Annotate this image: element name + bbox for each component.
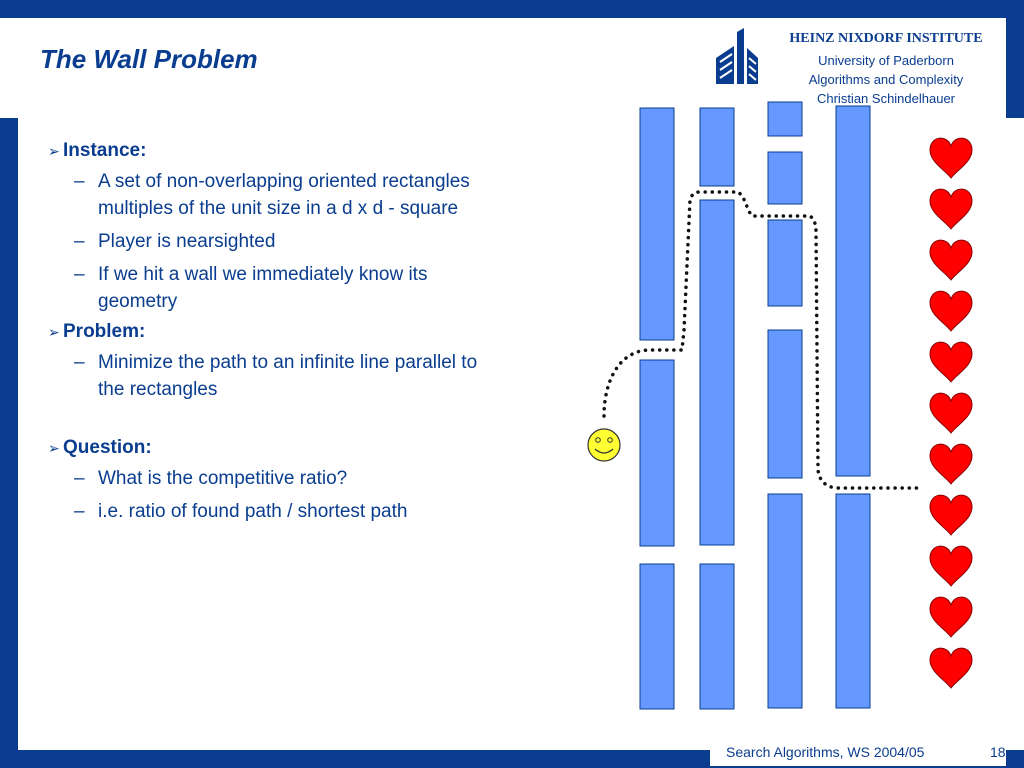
arrow-bullet-icon: ➢ — [48, 324, 60, 340]
heart-icon — [929, 188, 973, 230]
wall-rect — [699, 107, 735, 187]
walls — [639, 101, 871, 710]
institute-author: Christian Schindelhauer — [816, 91, 956, 106]
wall-rect — [639, 359, 675, 547]
heart-icon — [929, 341, 973, 383]
arrow-bullet-icon: ➢ — [48, 143, 60, 159]
bullet-question: ➢Question: — [48, 437, 152, 458]
bullet-list: ➢Instance: –A set of non-overlapping ori… — [48, 140, 498, 531]
sub-bullet: –What is the competitive ratio? — [74, 468, 348, 489]
heart-icon — [929, 596, 973, 638]
right-frame-bar — [1006, 18, 1024, 118]
wall-rect — [767, 329, 803, 479]
footer-course: Search Algorithms, WS 2004/05 — [726, 744, 925, 760]
arrow-bullet-icon: ➢ — [48, 440, 60, 456]
heart-icon — [929, 545, 973, 587]
institute-box — [710, 18, 1006, 118]
page-title: The Wall Problem — [40, 44, 258, 74]
institute-group: Algorithms and Complexity — [808, 72, 964, 87]
institute-logo-icon — [716, 28, 758, 84]
wall-rect — [835, 493, 871, 709]
sub-bullet: –Minimize the path to an infinite line p… — [74, 352, 478, 400]
sub-bullet: –A set of non-overlapping oriented recta… — [74, 171, 470, 219]
heart-icon — [929, 239, 973, 281]
sub-bullet: –i.e. ratio of found path / shortest pat… — [74, 501, 408, 522]
heart-icon — [929, 647, 973, 689]
wall-rect — [767, 151, 803, 205]
wall-rect — [767, 219, 803, 307]
sub-bullet: –If we hit a wall we immediately know it… — [74, 264, 428, 312]
institute-university: University of Paderborn — [818, 53, 954, 68]
wall-rect — [767, 101, 803, 137]
top-frame-bar — [0, 0, 710, 18]
wall-rect — [767, 493, 803, 709]
bullet-instance: ➢Instance: — [48, 140, 147, 161]
heart-icon — [929, 494, 973, 536]
wall-rect — [639, 107, 675, 341]
left-frame-bar — [0, 118, 18, 750]
heart-icon — [929, 443, 973, 485]
page-number: 18 — [990, 744, 1006, 760]
sub-bullet: –Player is nearsighted — [74, 231, 276, 252]
institute-name: HEINZ NIXDORF INSTITUTE — [789, 31, 983, 46]
footer-box — [710, 740, 1006, 766]
top-right-frame — [710, 0, 1024, 18]
heart-icon — [929, 392, 973, 434]
wall-rect — [639, 563, 675, 710]
hearts — [929, 137, 973, 689]
bullet-problem: ➢Problem: — [48, 321, 146, 342]
wall-rect — [835, 105, 871, 477]
wall-rect — [699, 199, 735, 546]
smiley-face-icon — [587, 428, 621, 462]
heart-icon — [929, 137, 973, 179]
heart-icon — [929, 290, 973, 332]
wall-rect — [699, 563, 735, 710]
